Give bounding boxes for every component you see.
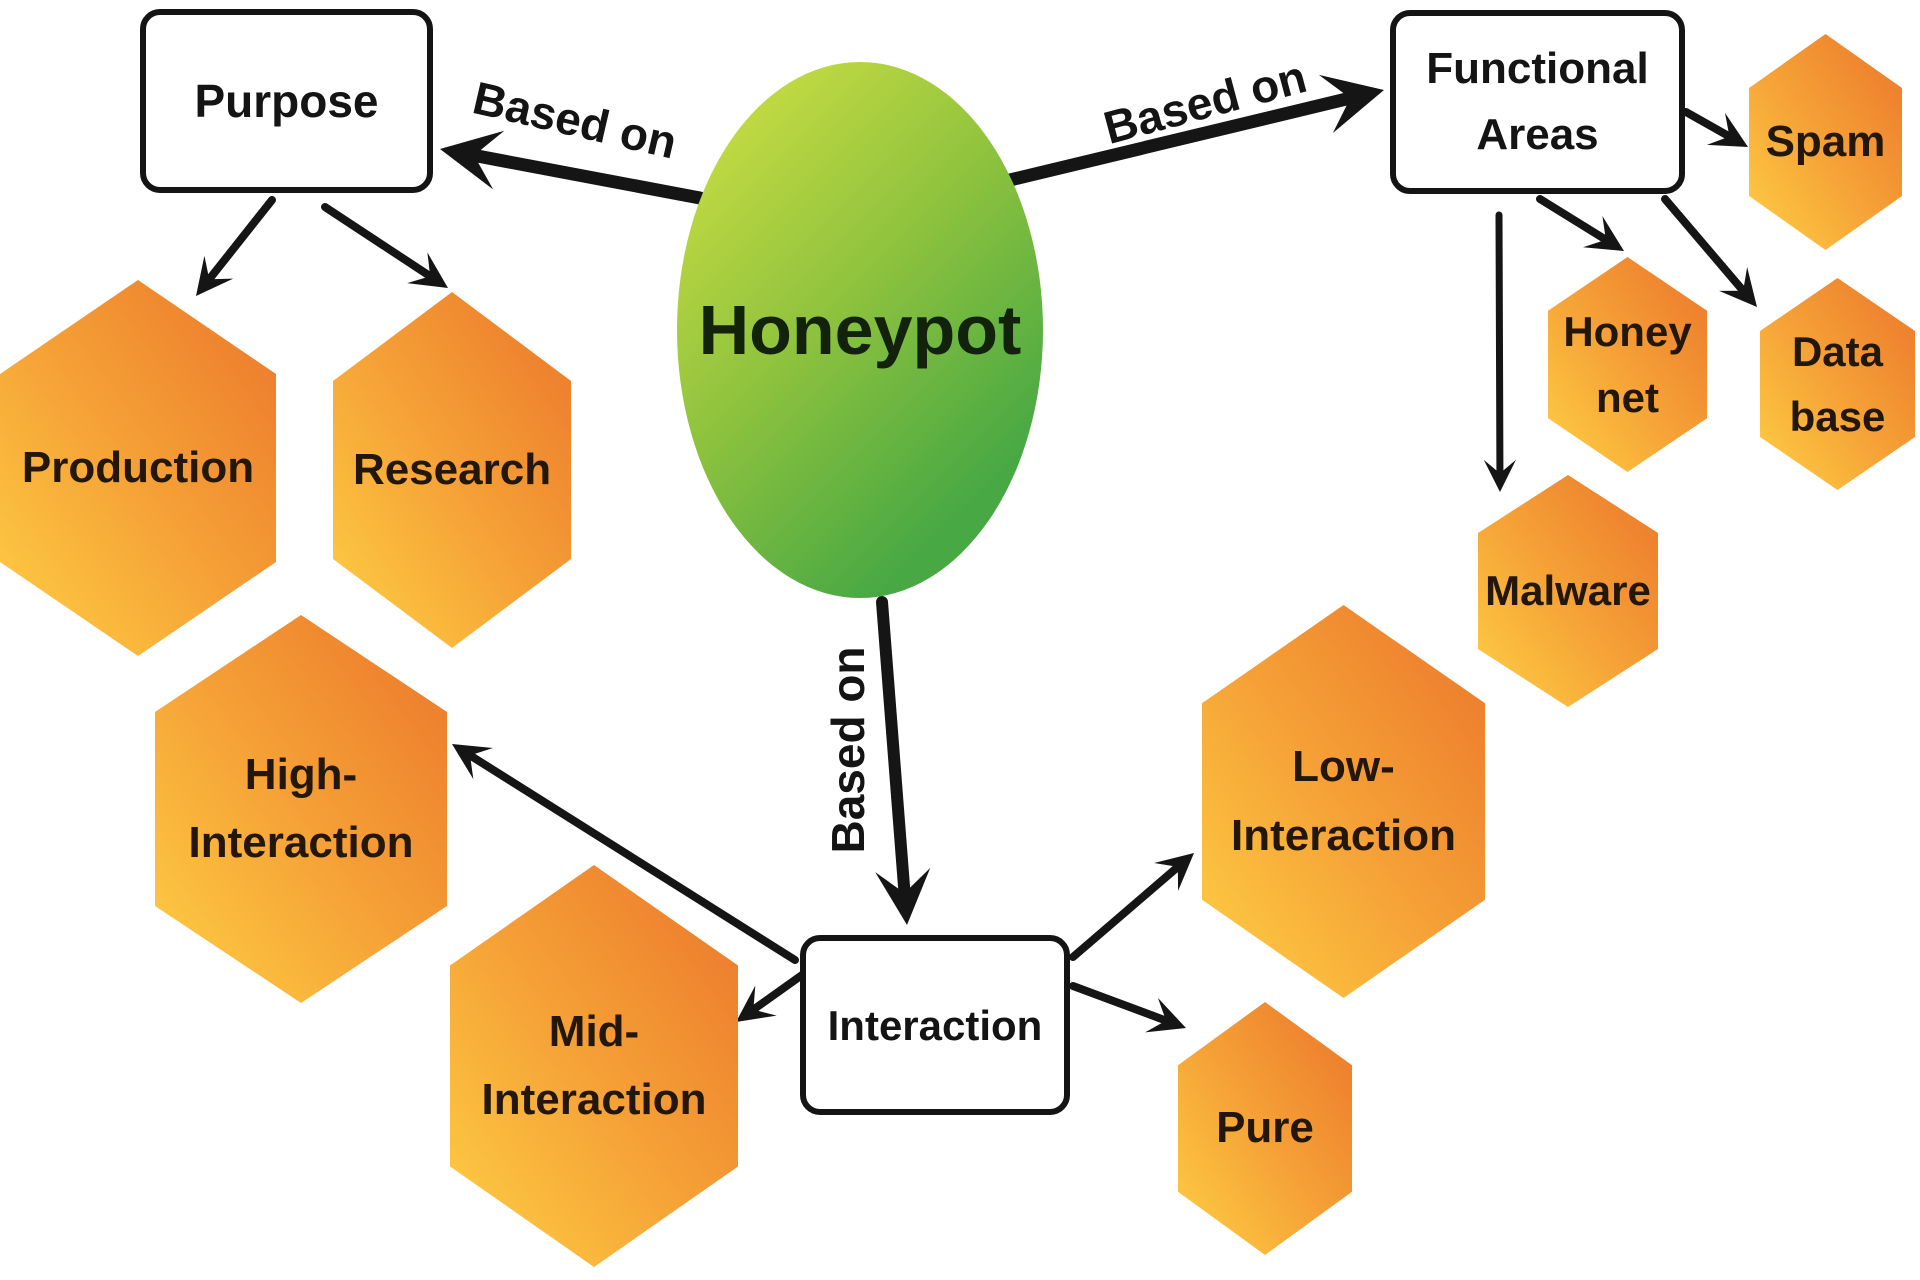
pure-label: Pure [1216,1103,1314,1153]
high-interaction-hex: High- Interaction [155,615,447,1003]
mid-interaction-label: Mid- Interaction [481,1006,707,1124]
production-label: Production [21,442,255,492]
functional-areas-box: Functional Areas [1390,10,1685,194]
database-label: Data base [1789,327,1886,440]
honeypot-label: Honeypot [698,291,1022,369]
spam-label: Spam [1765,116,1886,166]
database-hex-shape [1760,278,1915,490]
mid-interaction-hex-shape [450,865,738,1267]
honeynet-hex-shape [1548,257,1707,472]
honeynet-hex: Honey net [1548,257,1707,472]
interaction-box: Interaction [800,935,1070,1115]
pure-hex: Pure [1178,1002,1352,1255]
research-hex: Research [333,292,571,648]
malware-hex-shape [1478,475,1658,707]
high-interaction-hex-shape [155,615,447,1003]
production-hex: Production [0,280,276,656]
malware-label: Malware [1485,567,1651,615]
based-on-label-functional: Based on [1098,50,1312,154]
high-interaction-label: High- Interaction [188,749,414,867]
spam-hex-shape [1749,34,1902,250]
purpose-box: Purpose [140,9,433,193]
honeynet-label: Honey net [1563,308,1692,421]
database-hex: Data base [1760,278,1915,490]
honeypot-node: Honeypot [677,62,1043,598]
low-interaction-hex: Low- Interaction [1202,605,1485,998]
based-on-label-purpose: Based on [468,71,682,169]
low-interaction-label: Low- Interaction [1231,742,1456,860]
malware-hex: Malware [1478,475,1658,707]
spam-hex: Spam [1749,34,1902,250]
research-label: Research [352,444,552,494]
based-on-label-interaction: Based on [822,646,874,854]
mid-interaction-hex: Mid- Interaction [450,865,738,1267]
